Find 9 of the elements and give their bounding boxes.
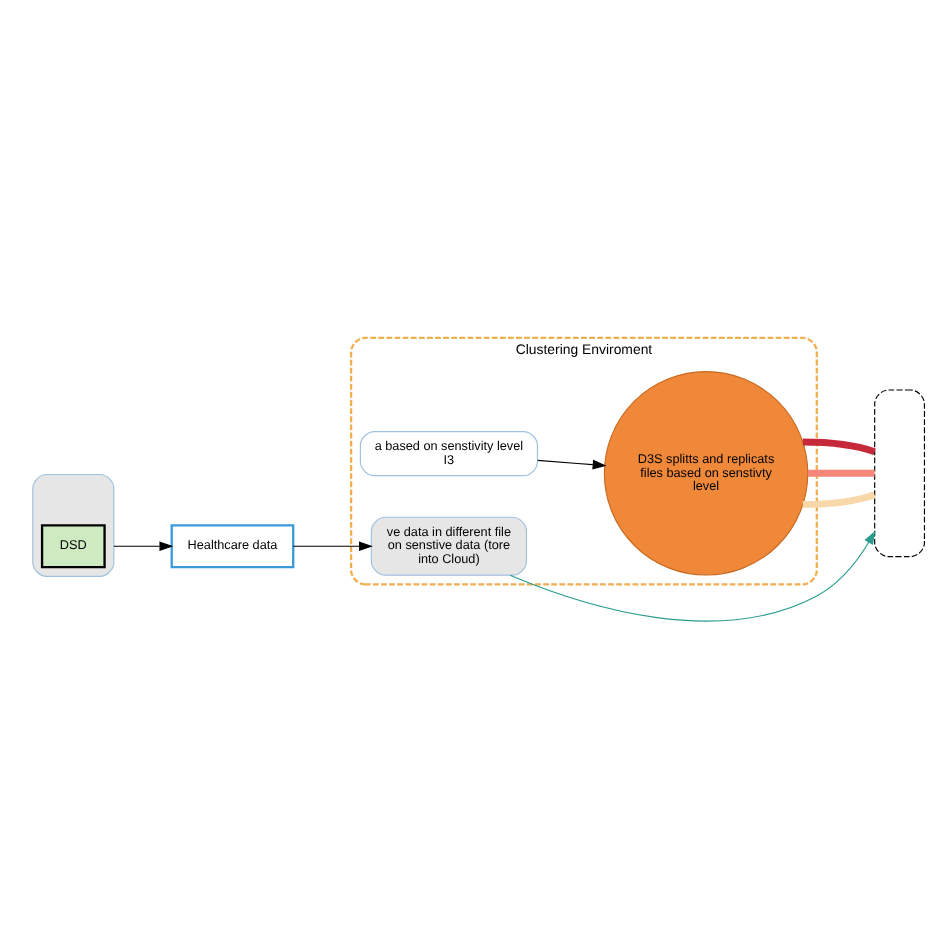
- arrow: [537, 458, 607, 469]
- connector: [802, 437, 876, 455]
- connector: [807, 468, 875, 476]
- cluster: [32, 472, 115, 576]
- connector: [802, 490, 876, 508]
- arrow: [292, 540, 373, 551]
- node-box: [874, 388, 926, 557]
- arrow: [113, 540, 174, 551]
- arrow: [509, 529, 876, 621]
